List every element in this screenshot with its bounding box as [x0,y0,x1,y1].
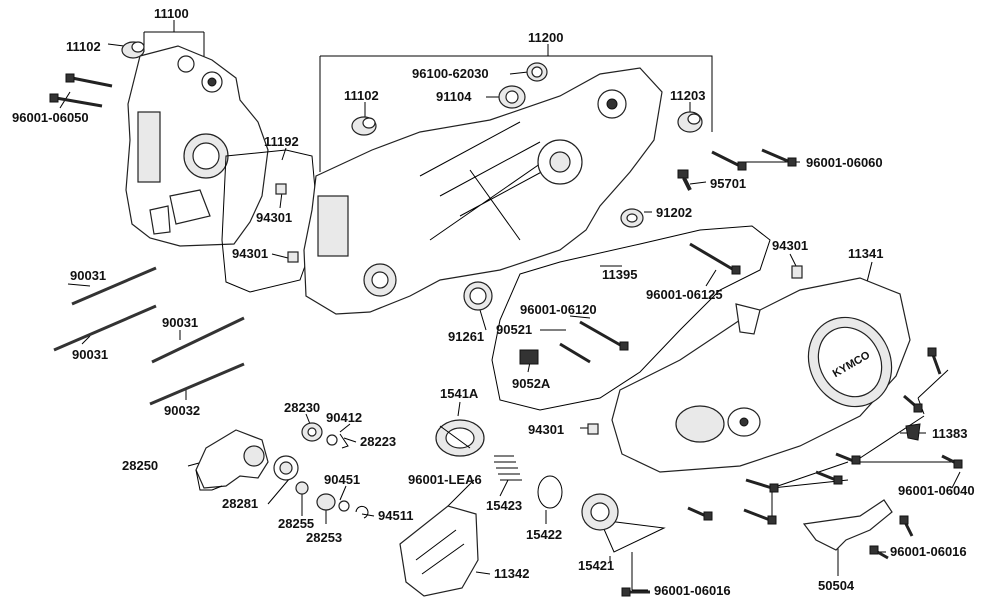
spring-15423 [494,455,522,481]
dowel-94301-right [791,265,803,279]
plate-11342 [399,505,479,597]
label-11383: 11383 [932,426,967,441]
label-28255: 28255 [278,516,314,531]
bolts-96001-06050 [49,73,113,108]
drain-bolt-95701 [677,169,692,191]
label-90031-c: 90031 [72,347,108,362]
clip-11383 [905,423,921,441]
part-labels: 11100 11102 96001-06050 11192 94301 9430… [12,6,975,598]
label-91261: 91261 [448,329,484,344]
label-95701: 95701 [710,176,746,191]
label-90031-b: 90031 [162,315,198,330]
label-11395: 11395 [602,267,637,282]
label-90031-a: 90031 [70,268,106,283]
bushing-28253 [316,493,336,511]
bolt-96001-06016-lower [621,587,650,597]
bolts-96001-06040 [687,347,963,525]
label-90451: 90451 [324,472,360,487]
label-96001-06050: 96001-06050 [12,110,89,125]
label-28281: 28281 [222,496,258,511]
label-11100: 11100 [154,6,189,21]
studs-90031-90032 [53,266,245,406]
oil-seal-91261 [463,281,493,311]
label-96001-06040: 96001-06040 [898,483,975,498]
plug-9052A [519,349,539,365]
label-91202: 91202 [656,205,692,220]
label-91104: 91104 [436,89,472,104]
label-94301-b: 94301 [232,246,268,261]
label-94301-a: 94301 [256,210,292,225]
dowel-pins-94301 [275,183,299,263]
label-11200: 11200 [528,30,563,45]
label-90032: 90032 [164,403,200,418]
left-crankcase-half [125,45,269,247]
oring-15422 [537,475,563,509]
label-15421: 15421 [578,558,614,573]
label-94301-c: 94301 [772,238,808,253]
spring-28281 [273,455,299,481]
label-90412: 90412 [326,410,362,425]
bearing-11102-left [121,41,145,59]
label-28223: 28223 [360,434,396,449]
label-11192: 11192 [264,134,299,149]
label-15423: 15423 [486,498,522,513]
washer-90412 [326,434,338,446]
cover-15421 [581,493,619,531]
label-96001-06125: 96001-06125 [646,287,723,302]
label-11203: 11203 [670,88,705,103]
label-90521: 90521 [496,322,532,337]
label-96100-62030: 96100-62030 [412,66,489,81]
right-crankcase-half [303,67,663,315]
label-50504: 50504 [818,578,855,593]
label-96001-LEA6: 96001-LEA6 [408,472,482,487]
bearing-11102-right [351,116,377,136]
bolt-90521 [559,342,591,364]
oil-seal-96100-62030 [526,62,548,82]
label-28250: 28250 [122,458,158,473]
clip-28223 [339,433,349,449]
one-way-clutch-1541A [435,419,485,457]
label-11102-left: 11102 [66,39,101,54]
bracket-50504 [802,499,893,551]
label-11341: 11341 [848,246,883,261]
label-9052A: 9052A [512,376,551,391]
oil-seal-91202 [620,208,644,228]
label-28253: 28253 [306,530,342,545]
label-96001-06060: 96001-06060 [806,155,883,170]
driven-gear-28230 [301,422,323,442]
bolt-96001-06120 [579,320,629,351]
bolts-96001-06016-right [869,515,914,560]
label-94301-d: 94301 [528,422,564,437]
label-94511: 94511 [378,508,413,523]
label-96001-06016-right: 96001-06016 [890,544,967,559]
label-11102-right: 11102 [344,88,379,103]
gasket-11395 [491,225,771,411]
label-28230: 28230 [284,400,320,415]
bearing-11203 [677,111,703,133]
label-11342: 11342 [494,566,529,581]
kick-shaft-28250 [195,429,269,491]
bolts-96001-06060 [711,148,797,171]
circlip-94511 [355,505,369,519]
bolt-96001-06125 [689,242,741,275]
label-96001-06120: 96001-06120 [520,302,597,317]
washer-28255 [295,481,309,495]
crankcase-cover-11341: KYMCO [611,277,911,473]
bearing-91104 [498,85,526,109]
label-15422: 15422 [526,527,562,542]
washer-90451 [338,500,350,512]
label-96001-06016-lower: 96001-06016 [654,583,731,598]
label-1541A: 1541A [440,386,479,401]
dowel-94301-lower [587,423,599,435]
